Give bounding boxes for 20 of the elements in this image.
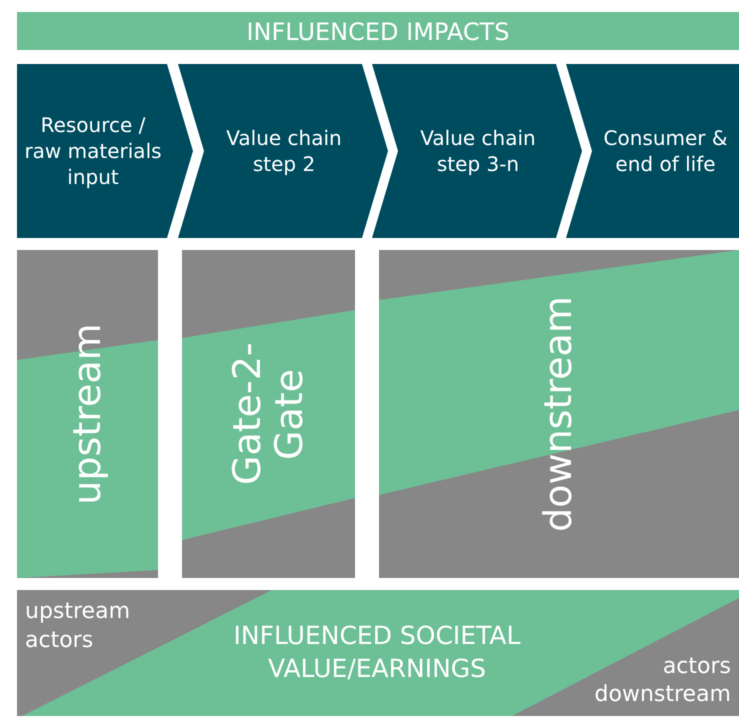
footer-band	[17, 590, 739, 716]
stage-label: Gate-2-Gate	[226, 342, 310, 488]
actors-label: upstream actors	[25, 598, 132, 655]
chevron-step	[17, 64, 193, 238]
header-banner	[17, 12, 739, 50]
stage-label: upstream	[66, 323, 108, 505]
band-title: INFLUENCED SOCIETAL VALUE/EARNINGS	[232, 620, 522, 684]
step-label: Value chain step 3-n	[419, 125, 537, 177]
step-label: Value chain step 2	[225, 125, 343, 177]
actors-label: actors downstream	[594, 652, 731, 710]
stage-label: downstream	[538, 296, 580, 532]
chevron-step	[566, 64, 739, 238]
stage-panel	[182, 250, 355, 578]
stage-panel	[17, 250, 158, 578]
chevron-step	[178, 64, 388, 238]
banner-title: INFLUENCED IMPACTS	[245, 17, 511, 48]
step-label: Consumer & end of life	[602, 125, 728, 177]
stage-panel	[379, 250, 739, 578]
step-label: Resource / raw materials input	[23, 112, 163, 190]
chevron-step	[372, 64, 582, 238]
